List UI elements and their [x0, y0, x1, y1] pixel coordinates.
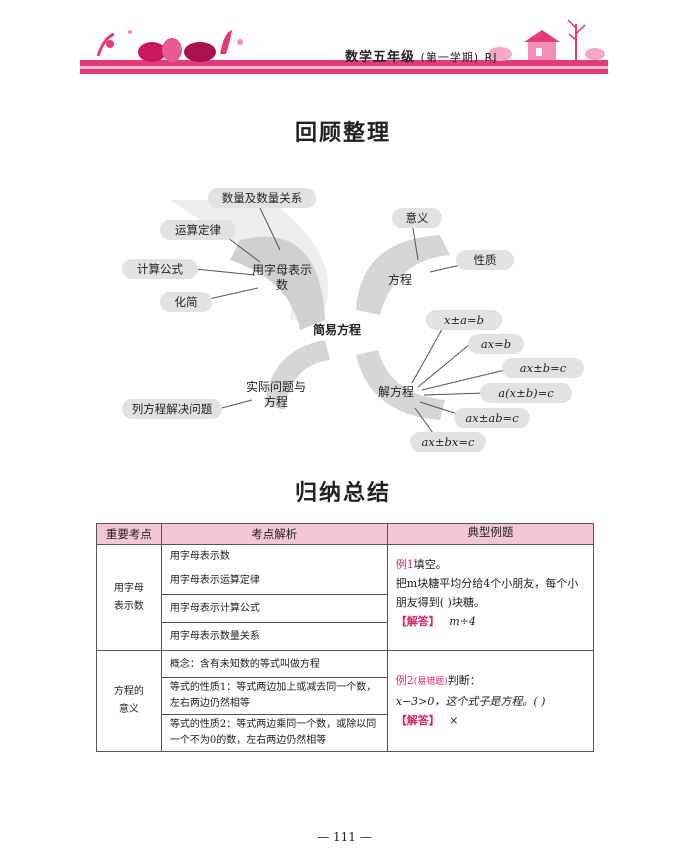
summary-title: 归纳总结 [295, 481, 392, 506]
point-cell: 用字母表示计算公式 [160, 594, 388, 623]
header-decoration [80, 19, 608, 74]
point-cell: 等式的性质1：等式两边加上或减去同一个数，左右两边仍然相等 [160, 677, 388, 715]
point-letters-numbers: 用字母表示数 [169, 551, 230, 562]
review-title: 回顾整理 [295, 121, 392, 146]
table-row: 方程的意义 概念：含有未知数的等式叫做方程 例2(易错题)判断： x−3>0，这… [96, 650, 595, 752]
mm-item-operation-laws: 运算定律 [160, 220, 236, 240]
mm-item-formulas: 计算公式 [122, 259, 198, 279]
topic-letters: 用字母表示数 [96, 544, 162, 651]
mind-map: 数量及数量关系 运算定律 计算公式 化简 用字母表示数 意义 性质 方程 简易方… [120, 180, 590, 452]
example1-cell: 例1填空。 把m块糖平均分给4个小朋友，每个小朋友得到( )块糖。 【解答】 m… [386, 544, 595, 651]
table-header-row: 重要考点 考点解析 典型例题 [96, 523, 595, 545]
summary-table: 重要考点 考点解析 典型例题 用字母表示数 用字母表示数 用字母表示运算定律 例… [96, 523, 595, 752]
header-analysis: 考点解析 [160, 523, 388, 545]
mm-branch-solve: 解方程 [377, 385, 414, 399]
table-row: 等式的性质1：等式两边加上或减去同一个数，左右两边仍然相等 [97, 677, 594, 715]
mm-item-solve-4: a(x±b)=c [480, 383, 572, 403]
header-title: 数学五年级 (第一学期) RJ [345, 50, 498, 65]
mm-item-quantity-relations: 数量及数量关系 [208, 188, 316, 208]
mm-item-property: 性质 [456, 250, 514, 270]
header-example: 典型例题 [386, 523, 595, 545]
header-topic: 重要考点 [96, 523, 162, 545]
mm-item-solve-2: ax=b [468, 334, 524, 354]
example2-question: x−3>0，这个式子是方程。( ) [395, 695, 546, 708]
mm-item-solve-1: x±a=b [426, 310, 502, 330]
mm-branch-equation: 方程 [387, 273, 412, 287]
mm-branch-practical: 实际问题与方程 [246, 380, 307, 409]
page-header: 数学五年级 (第一学期) RJ [80, 14, 608, 76]
mm-item-solve-6: ax±bx=c [410, 432, 486, 452]
table-row: 用字母表示数 用字母表示数 用字母表示运算定律 例1填空。 把m块糖平均分给4个… [96, 544, 595, 651]
mm-center: 简易方程 [312, 323, 361, 337]
table-row: 用字母表示数量关系 [97, 622, 594, 651]
mm-item-simplify: 化简 [160, 292, 212, 312]
point-cell: 概念：含有未知数的等式叫做方程 [160, 650, 388, 678]
example2-answer: × [449, 714, 459, 727]
example1-answer: m÷4 [449, 615, 476, 628]
point-operation-laws: 用字母表示运算定律 [169, 575, 260, 586]
page-number: — 111 — [317, 830, 372, 844]
mm-item-meaning: 意义 [392, 208, 442, 228]
topic-equation-meaning: 方程的意义 [96, 650, 162, 752]
mm-item-solve-3: ax±b=c [502, 358, 584, 378]
point-cell: 等式的性质2：等式两边乘同一个数，或除以同一个不为0的数，左右两边仍然相等 [160, 714, 388, 752]
table-row: 等式的性质2：等式两边乘同一个数，或除以同一个不为0的数，左右两边仍然相等 [97, 714, 594, 752]
point-cell: 用字母表示数量关系 [160, 622, 388, 651]
point-cell: 用字母表示数 用字母表示运算定律 [160, 544, 388, 595]
example1-question: 把m块糖平均分给4个小朋友，每个小朋友得到( )块糖。 [395, 577, 579, 609]
mm-branch-letters: 用字母表示数 [252, 263, 313, 292]
example2-cell: 例2(易错题)判断： x−3>0，这个式子是方程。( ) 【解答】 × [386, 650, 595, 752]
mm-item-word-problems: 列方程解决问题 [122, 399, 222, 419]
mm-item-solve-5: ax±ab=c [454, 408, 530, 428]
